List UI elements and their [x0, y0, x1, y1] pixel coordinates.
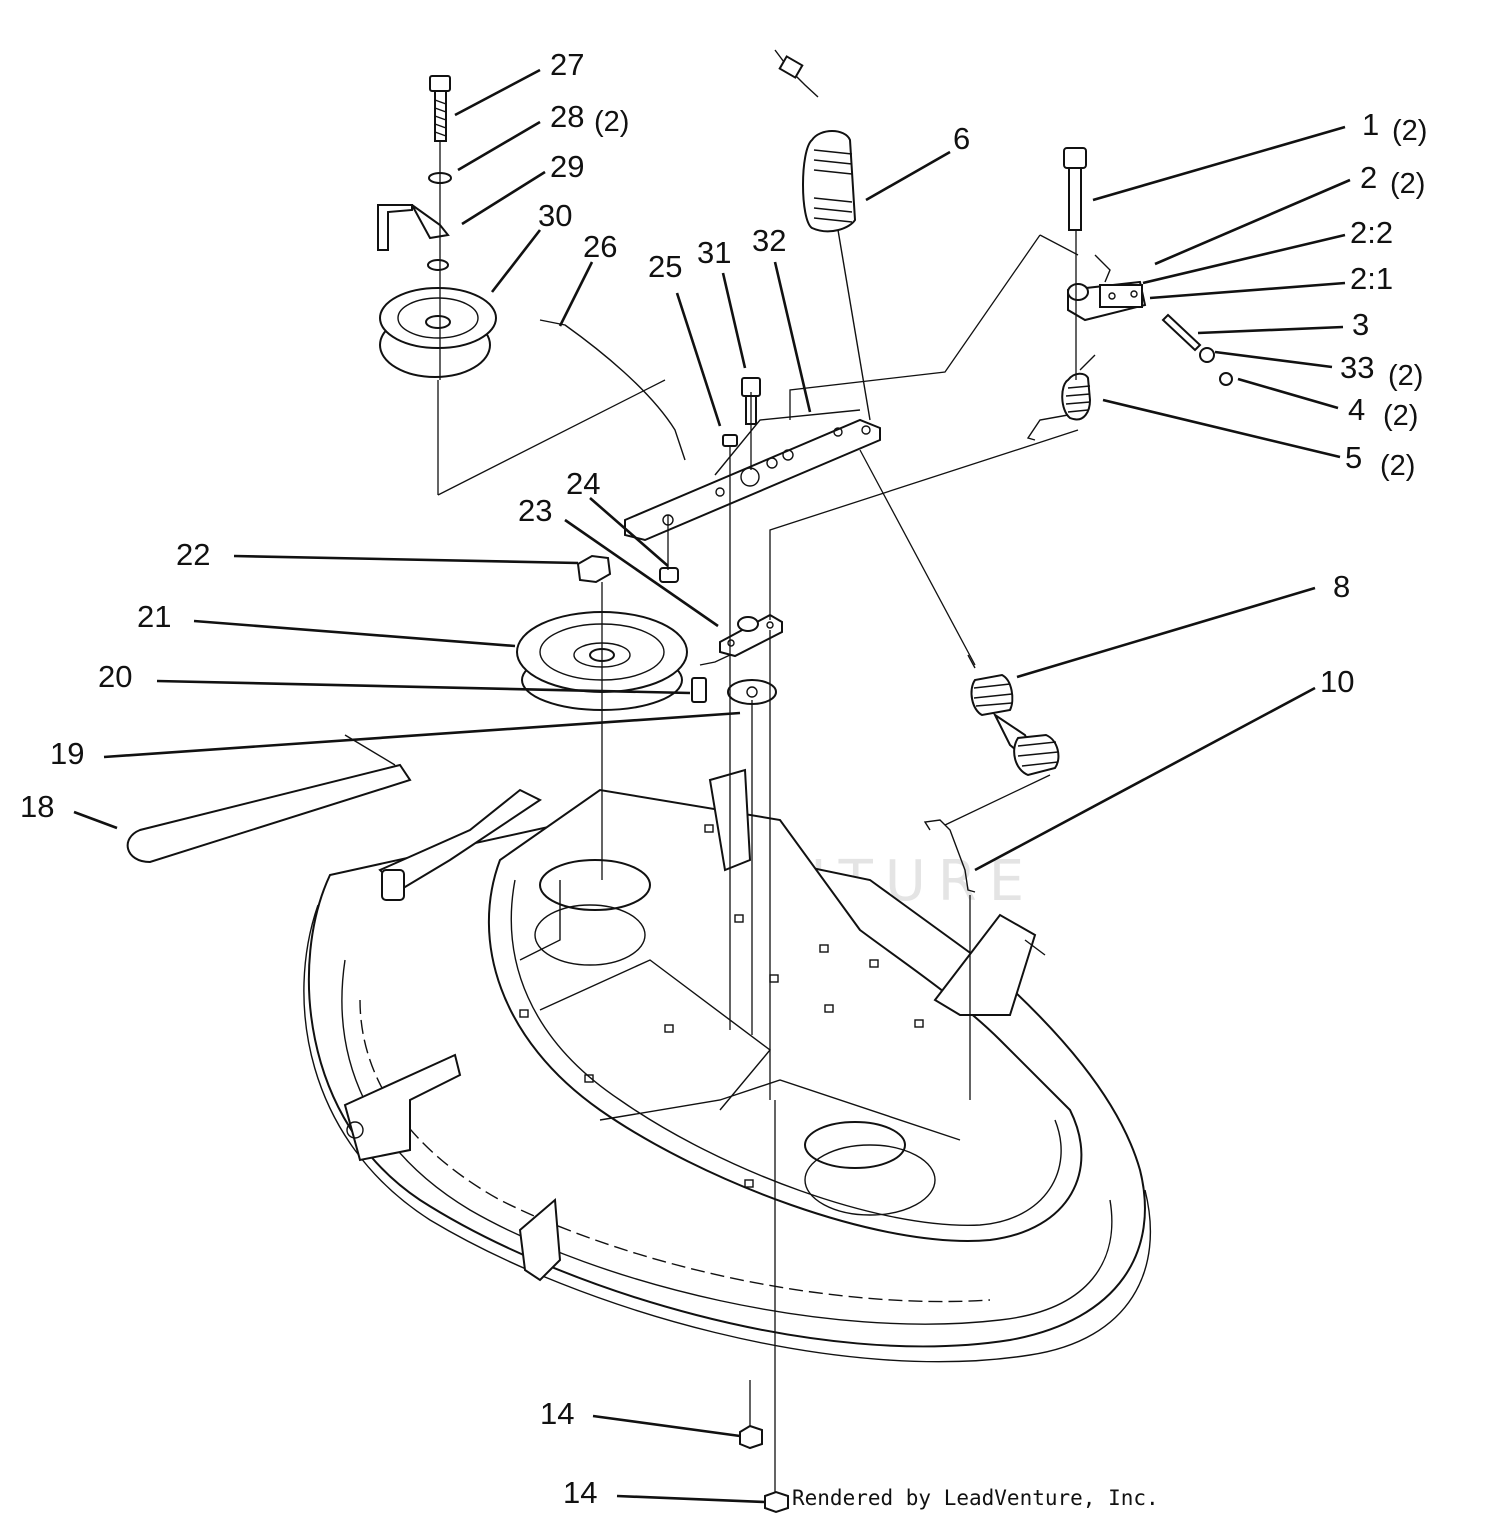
callout-32: 32 [752, 223, 786, 258]
part-idler-arm-29 [377, 204, 450, 251]
part-bolt-27 [429, 75, 451, 142]
assembly-lines [437, 142, 1079, 1500]
callout-28-qty: (2) [594, 106, 629, 138]
part-bolt-1 [1063, 147, 1087, 231]
part-belt-18 [126, 734, 412, 864]
part-bracket-plate-32 [624, 409, 881, 542]
callout-2-1: 2:1 [1350, 261, 1393, 296]
part-torsion-spring-5 [1026, 354, 1096, 441]
part-rod-10 [923, 819, 976, 893]
part-bolt-20 [691, 654, 731, 703]
callout-23: 23 [518, 493, 552, 528]
callout-22: 22 [176, 537, 210, 572]
callout-10: 10 [1320, 664, 1354, 699]
callout-2: 2 [1360, 160, 1377, 195]
callout-3: 3 [1352, 307, 1369, 342]
callout-19: 19 [50, 736, 84, 771]
callout-4: 4 [1348, 392, 1365, 427]
callout-31: 31 [697, 235, 731, 270]
part-nut-14-lower [764, 1490, 789, 1514]
credit-text: Rendered by LeadVenture, Inc. [792, 1486, 1159, 1510]
deck-holes [519, 824, 924, 1188]
callout-21: 21 [137, 599, 171, 634]
leader-lines [73, 68, 1351, 1504]
callout-14-upper: 14 [540, 1396, 574, 1431]
part-spring-6 [774, 49, 871, 421]
callout-6: 6 [953, 121, 970, 156]
part-nut-4 [1219, 372, 1233, 386]
callout-18: 18 [20, 789, 54, 824]
part-spacer-33 [1199, 347, 1215, 363]
callout-20: 20 [98, 659, 132, 694]
callout-27: 27 [550, 47, 584, 82]
part-pivot-bracket-23 [719, 613, 783, 658]
part-washer-lower [427, 259, 449, 271]
part-nut-14-upper [739, 1424, 763, 1450]
callout-1-qty: (2) [1392, 115, 1427, 147]
callout-28: 28 [550, 99, 584, 134]
callout-2-qty: (2) [1390, 168, 1425, 200]
part-nut-25 [722, 434, 738, 447]
callout-25: 25 [648, 249, 682, 284]
callout-33: 33 [1340, 350, 1374, 385]
part-nut-24 [659, 567, 679, 583]
callout-14-lower: 14 [563, 1475, 597, 1510]
callout-24: 24 [566, 466, 600, 501]
part-rod-26 [539, 319, 686, 461]
callout-8: 8 [1333, 569, 1350, 604]
callout-1: 1 [1362, 107, 1379, 142]
callout-26: 26 [583, 229, 617, 264]
callout-2-2: 2:2 [1350, 215, 1393, 250]
mower-deck-housing [303, 768, 1152, 1363]
callout-4-qty: (2) [1383, 400, 1418, 432]
callout-5: 5 [1345, 440, 1362, 475]
callout-29: 29 [550, 149, 584, 184]
part-nut-22 [576, 554, 612, 584]
callout-33-qty: (2) [1388, 360, 1423, 392]
part-hinge-bracket-2 [1067, 254, 1147, 322]
part-idler-pulley-30 [379, 287, 497, 378]
callout-5-qty: (2) [1380, 450, 1415, 482]
callout-30: 30 [538, 198, 572, 233]
part-pin-3 [1161, 313, 1202, 352]
callout-labels: 27 28 (2) 29 30 26 25 31 32 6 1 (2) 2 (2… [20, 47, 1427, 1510]
part-spring-8 [967, 654, 1060, 777]
